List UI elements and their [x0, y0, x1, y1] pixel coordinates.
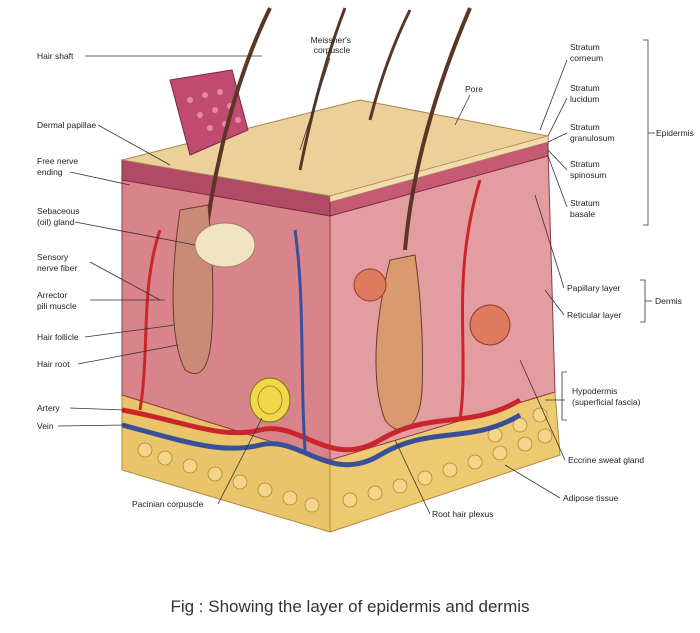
sweat-gland-coil-2 [469, 304, 511, 346]
label-stratum-spinosum: Stratum spinosum [570, 159, 606, 180]
label-meissners-corpuscle: Meissner's corpuscle [311, 35, 354, 55]
label-hair-follicle: Hair follicle [37, 332, 79, 342]
label-hair-root: Hair root [37, 359, 70, 369]
label-epidermis: Epidermis [656, 128, 694, 138]
hair-shaft-3 [368, 9, 412, 121]
artery-branch-2 [458, 179, 482, 421]
label-eccrine-sweat-gland: Eccrine sweat gland [568, 455, 644, 465]
artery-branch [138, 229, 162, 411]
label-stratum-basale: Stratum basale [570, 198, 602, 219]
label-stratum-corneum: Stratum corneum [570, 42, 603, 63]
diagram-labels: Hair shaft Meissner's corpuscle Pore Der… [37, 35, 694, 519]
sebaceous-gland [194, 222, 256, 268]
vein-branch [293, 229, 307, 451]
label-pore: Pore [465, 84, 483, 94]
papillae-dots [187, 89, 241, 131]
label-free-nerve-ending: Free nerve ending [37, 156, 80, 177]
leader-lines [57, 39, 655, 515]
label-stratum-lucidum: Stratum lucidum [570, 83, 602, 104]
label-reticular-layer: Reticular layer [567, 310, 621, 320]
pacinian-corpuscle-shape [249, 377, 291, 423]
hair-shaft-2 [298, 7, 347, 171]
adipose-globules [137, 407, 553, 513]
label-dermal-papillae: Dermal papillae [37, 120, 96, 130]
label-adipose-tissue: Adipose tissue [563, 493, 619, 503]
label-sensory-nerve-fiber: Sensory nerve fiber [37, 252, 77, 273]
label-root-hair-plexus: Root hair plexus [432, 509, 493, 519]
label-vein: Vein [37, 421, 54, 431]
vein-vessel [121, 412, 522, 468]
skin-block-illustration [121, 7, 561, 533]
artery-vessel [121, 397, 522, 453]
pacinian-corpuscle-inner [257, 385, 283, 415]
figure-caption: Fig : Showing the layer of epidermis and… [170, 597, 529, 616]
sweat-gland-coil-1 [353, 268, 387, 302]
label-artery: Artery [37, 403, 60, 413]
label-sebaceous-gland: Sebaceous (oil) gland [37, 206, 82, 227]
hair-shaft-4 [403, 7, 472, 251]
label-pacinian-corpuscle: Pacinian corpuscle [132, 499, 204, 509]
dermal-papillae-flap [169, 69, 249, 156]
label-papillary-layer: Papillary layer [567, 283, 621, 293]
label-arrector-pili-muscle: Arrector pili muscle [37, 290, 77, 311]
label-hypodermis: Hypodermis (superficial fascia) [572, 386, 641, 407]
label-stratum-granulosum: Stratum granulosum [570, 122, 614, 143]
label-dermis: Dermis [655, 296, 682, 306]
label-hair-shaft: Hair shaft [37, 51, 74, 61]
